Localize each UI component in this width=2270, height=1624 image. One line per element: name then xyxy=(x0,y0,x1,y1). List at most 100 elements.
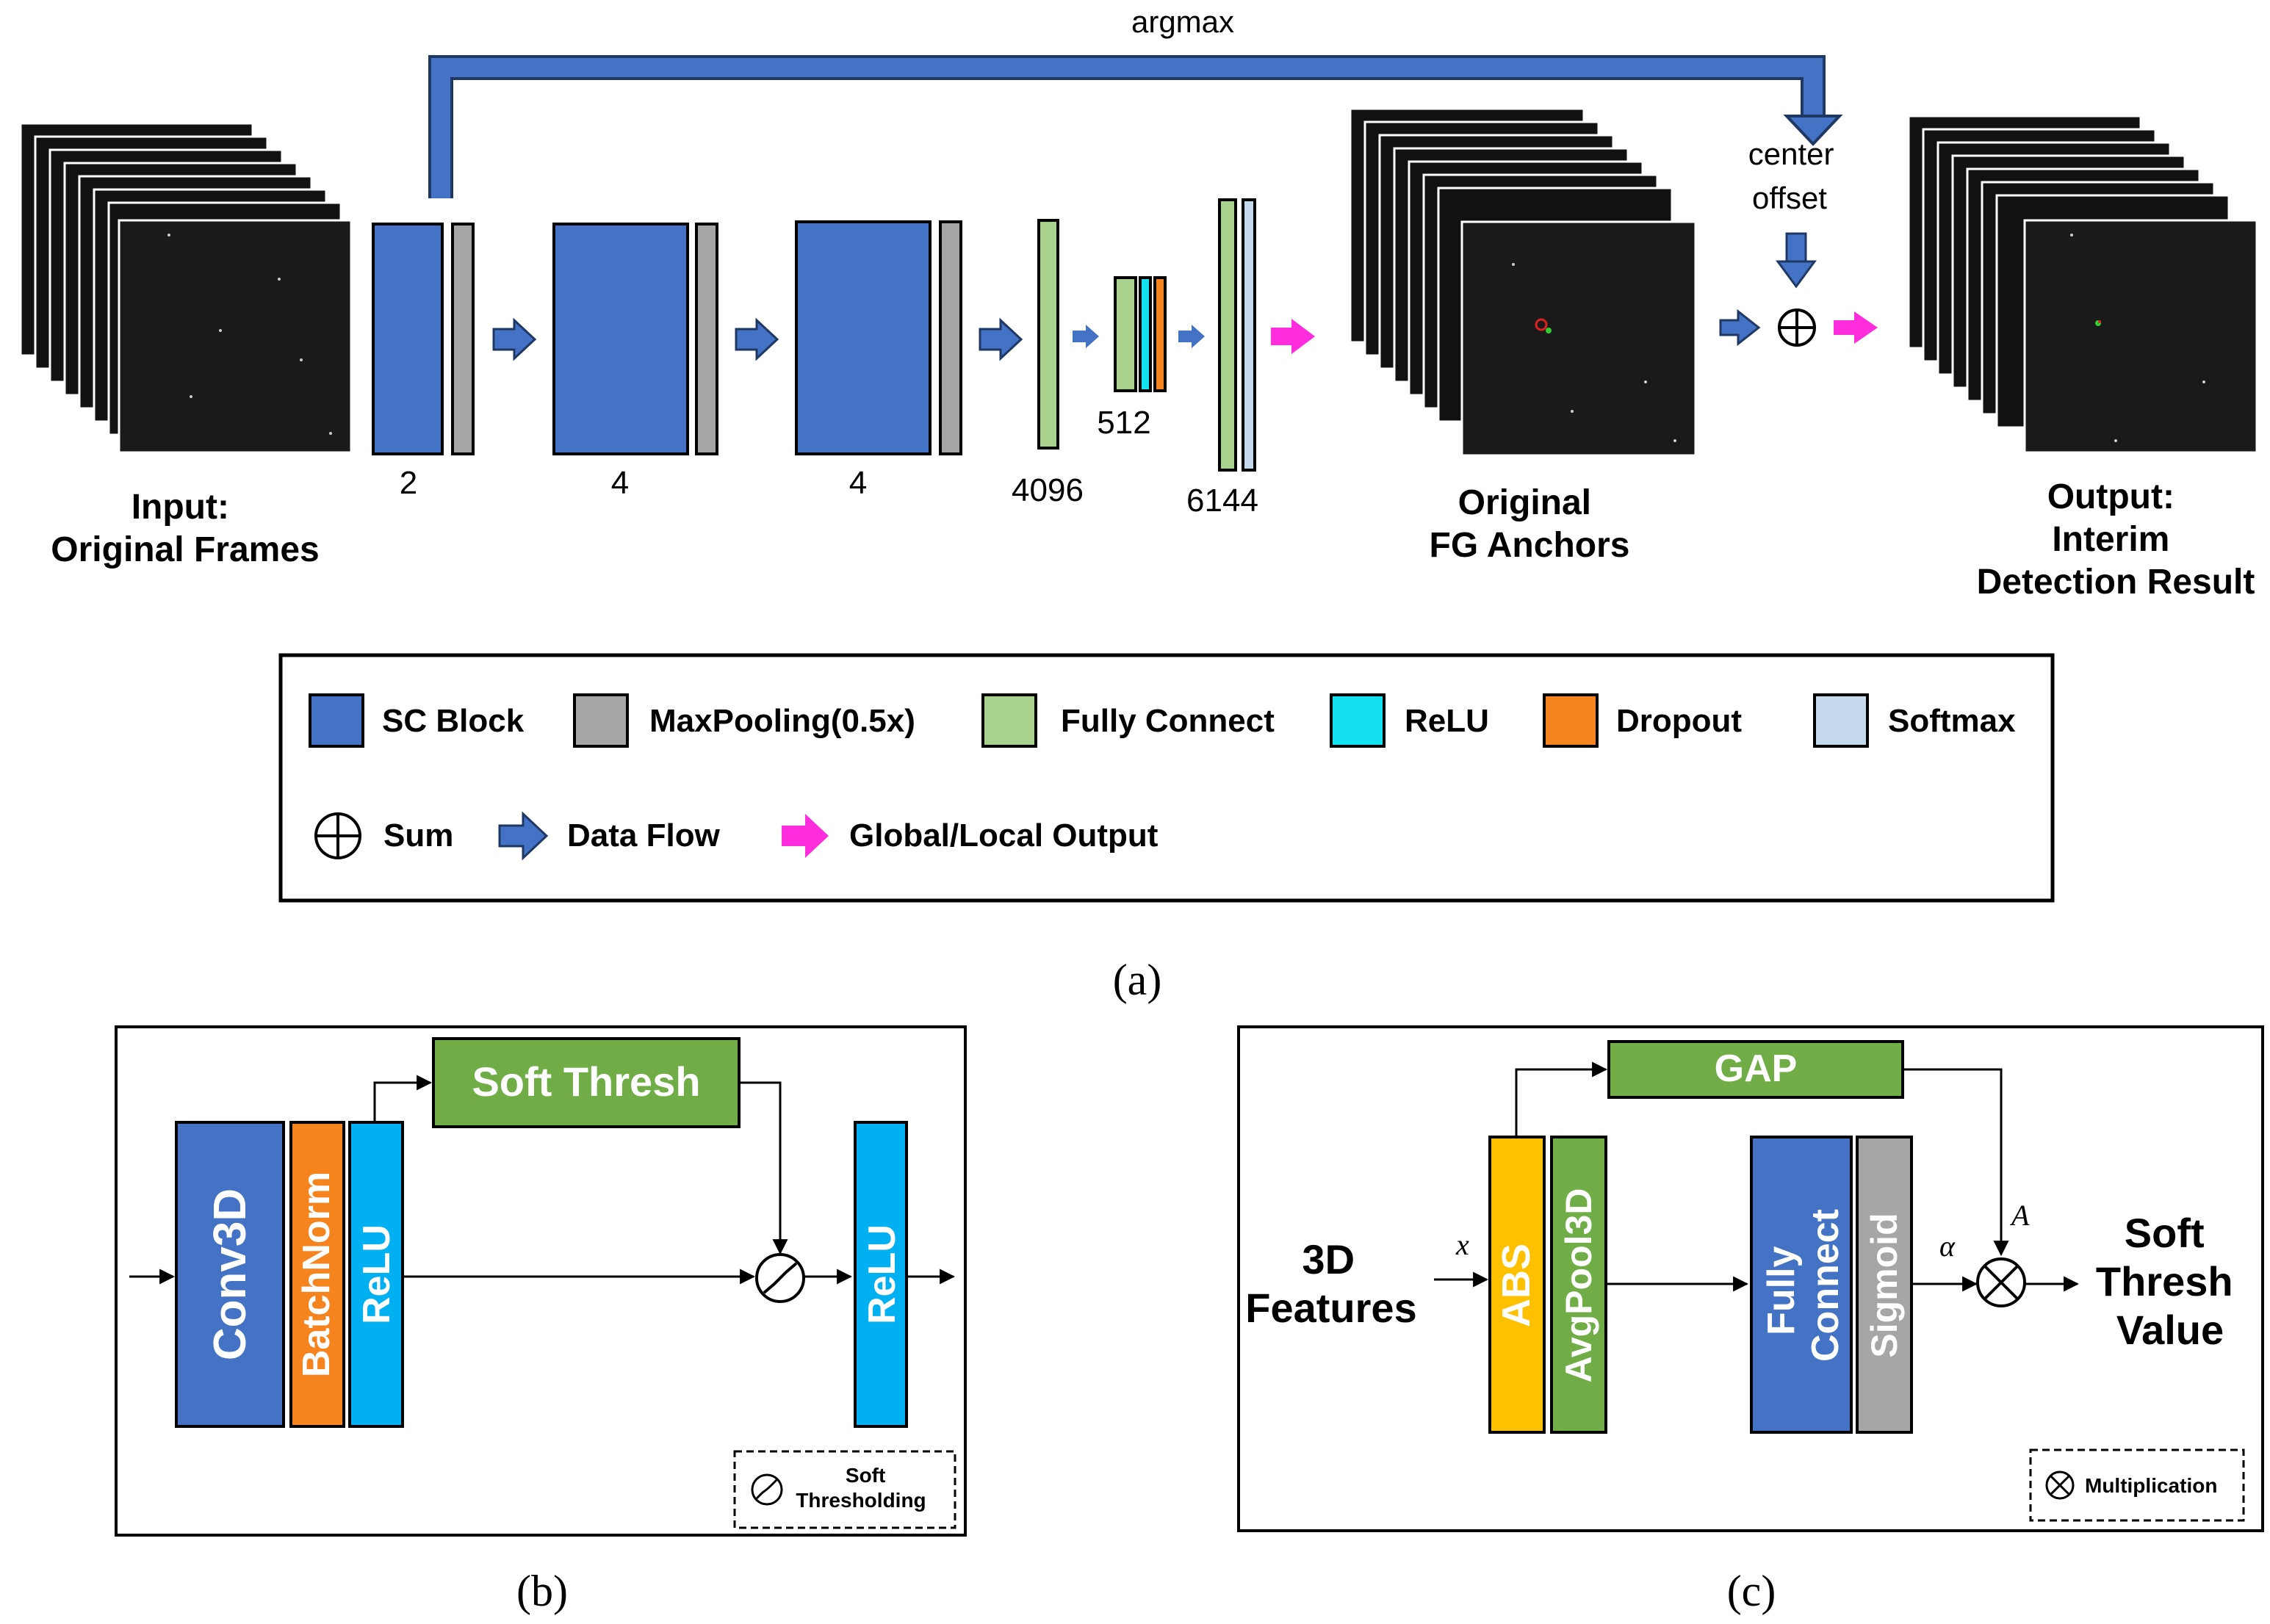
argmax-label: argmax xyxy=(1131,4,1234,39)
avgpool-label: AvgPool3D xyxy=(1558,1188,1599,1383)
layer-number-3: 4 xyxy=(849,465,867,501)
abs-to-gap-arrow xyxy=(1515,1061,1608,1137)
relu-label-b: ReLU xyxy=(356,1224,398,1324)
legend-swatch-fully-connect xyxy=(981,693,1037,748)
legend-swatch-dropout xyxy=(1543,693,1599,748)
multiplication-symbol xyxy=(1976,1257,2026,1307)
gap-block xyxy=(1607,1040,1904,1099)
batchnorm-label: BatchNorm xyxy=(295,1172,338,1377)
legend-label-data-flow: Data Flow xyxy=(567,818,721,853)
alpha-symbol: α xyxy=(1939,1230,1956,1263)
input-label: Input: Original Frames xyxy=(51,488,319,569)
legend-soft-thresholding-icon xyxy=(751,1473,783,1506)
data-flow-arrow-3 xyxy=(979,317,1023,361)
panel-b: Conv3D BatchNorm ReLU Soft Thresh ReLU S… xyxy=(115,1025,967,1615)
soft-thresh-to-op-arrow xyxy=(739,1081,788,1255)
sigmoid-label: Sigmoid xyxy=(1864,1213,1905,1357)
data-flow-arrow-6 xyxy=(1719,308,1761,347)
x-symbol: x xyxy=(1455,1228,1469,1261)
caption-c: (c) xyxy=(1727,1567,1776,1615)
legend-b-label: Soft Thresholding xyxy=(796,1464,926,1512)
output-frames-stack xyxy=(1907,115,2258,454)
abs-label: ABS xyxy=(1494,1244,1538,1327)
legend-multiplication-icon xyxy=(2045,1470,2075,1500)
batchnorm-block xyxy=(289,1121,345,1428)
block-512 xyxy=(1114,276,1167,392)
legend-b: Soft Thresholding xyxy=(733,1450,956,1529)
legend-label-relu: ReLU xyxy=(1405,703,1489,739)
layer-number-1: 2 xyxy=(400,465,417,501)
legend-swatch-maxpool xyxy=(573,693,629,748)
fg-anchors-label: Original FG Anchors xyxy=(1430,483,1630,565)
soft-thresholding-op-icon xyxy=(755,1253,805,1303)
legend-a-frame xyxy=(278,653,2055,903)
legend-label-softmax: Softmax xyxy=(1888,703,2016,739)
legend-swatch-sc-block xyxy=(309,693,364,748)
conv3d-block xyxy=(175,1121,285,1428)
fully-connect-4096 xyxy=(1037,219,1059,450)
panel-c: 3D Features x ABS AvgPool3D GAP Fully Co… xyxy=(1237,1025,2264,1615)
gap-label: GAP xyxy=(1715,1047,1798,1090)
center-offset-arrow xyxy=(1776,232,1817,289)
global-local-output-arrow-2 xyxy=(1834,311,1878,344)
legend-label-fully-connect: Fully Connect xyxy=(1061,703,1275,739)
legend-swatch-softmax xyxy=(1813,693,1869,748)
legend-global-local-arrow-icon xyxy=(782,814,829,858)
legend-swatch-relu xyxy=(1330,693,1386,748)
layer-number-6144: 6144 xyxy=(1186,483,1258,519)
fully-connect-block-c xyxy=(1750,1136,1853,1434)
legend-a: SC Block MaxPooling(0.5x) Fully Connect … xyxy=(278,653,2055,903)
legend-label-sum: Sum xyxy=(383,818,453,853)
fully-connect-6144 xyxy=(1218,198,1237,472)
maxpool-2 xyxy=(695,223,718,455)
maxpool-3 xyxy=(939,220,962,455)
branch-arrow-to-soft-thresh xyxy=(373,1075,433,1122)
input-label-c: 3D Features xyxy=(1245,1236,1416,1331)
layer-number-512: 512 xyxy=(1097,405,1150,441)
legend-label-sc-block: SC Block xyxy=(382,703,525,739)
legend-label-dropout: Dropout xyxy=(1616,703,1742,739)
softmax-6144 xyxy=(1242,198,1256,472)
legend-label-global-local: Global/Local Output xyxy=(849,818,1159,853)
caption-b: (b) xyxy=(516,1567,568,1615)
panel-a: argmax Input: Original Frames 2 xyxy=(19,4,2258,1004)
data-flow-arrow-4 xyxy=(1073,325,1099,348)
layer-number-4096: 4096 xyxy=(1012,472,1084,508)
sc-block-1 xyxy=(372,223,444,455)
legend-c-label: Multiplication xyxy=(2085,1474,2217,1497)
dropout-512 xyxy=(1153,276,1167,392)
fg-anchors-stack xyxy=(1349,107,1697,457)
fully-connect-label-c: Fully Connect xyxy=(1760,1209,1847,1362)
legend-data-flow-arrow-icon xyxy=(498,811,549,861)
input-frames-stack xyxy=(19,122,353,454)
legend-sum-icon xyxy=(314,812,361,859)
gap-to-mult-arrow xyxy=(1903,1068,2009,1257)
sc-block-2 xyxy=(552,223,689,455)
fully-connect-512 xyxy=(1114,276,1137,392)
legend-c: Multiplication xyxy=(2029,1448,2245,1522)
relu-out-label: ReLU xyxy=(861,1224,904,1324)
data-flow-arrow-2 xyxy=(735,317,779,361)
conv3d-label: Conv3D xyxy=(205,1188,256,1360)
A-symbol: A xyxy=(2009,1199,2030,1232)
data-flow-arrow-5 xyxy=(1178,325,1205,348)
soft-thresh-block xyxy=(432,1037,741,1128)
abs-block xyxy=(1488,1136,1546,1434)
relu-block-b xyxy=(348,1121,404,1428)
output-label: Output: Interim Detection Result xyxy=(1977,477,2255,602)
global-local-output-arrow-1 xyxy=(1271,319,1315,354)
relu-512 xyxy=(1139,276,1152,392)
sum-symbol xyxy=(1778,308,1816,347)
layer-number-2: 4 xyxy=(611,465,629,501)
avgpool-block xyxy=(1550,1136,1607,1434)
output-label-c: Soft Thresh Value xyxy=(2096,1210,2244,1353)
relu-out-block xyxy=(854,1121,908,1428)
sigmoid-block xyxy=(1856,1136,1913,1434)
legend-label-maxpool: MaxPooling(0.5x) xyxy=(649,703,915,739)
center-offset-label: center offset xyxy=(1748,137,1842,215)
data-flow-arrow-1 xyxy=(492,317,537,361)
sc-block-3 xyxy=(795,220,932,455)
argmax-arrow xyxy=(428,55,1843,198)
soft-thresh-label: Soft Thresh xyxy=(472,1058,700,1105)
